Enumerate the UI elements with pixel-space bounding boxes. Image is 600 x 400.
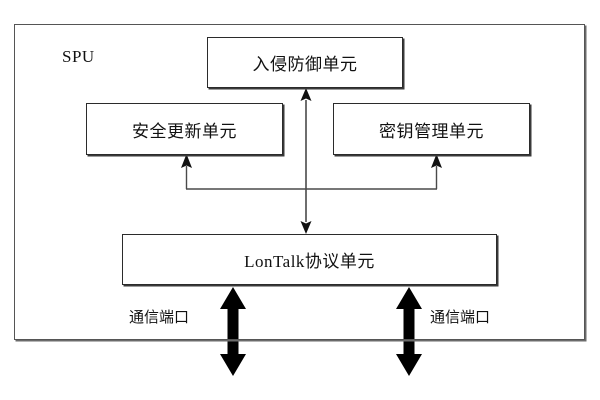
node-lontalk-protocol-unit[interactable]: LonTalk协议单元	[122, 234, 497, 285]
node-label-key-management-unit: 密钥管理单元	[379, 121, 484, 141]
communication-port-arrow-left	[220, 287, 246, 376]
spu-container	[14, 24, 585, 340]
communication-port-arrow-right	[396, 287, 422, 376]
node-label-intrusion-prevention-unit: 入侵防御单元	[252, 55, 358, 74]
connector-intrusion-to-lontalk	[300, 88, 312, 234]
node-key-management-unit[interactable]: 密钥管理单元	[333, 103, 530, 155]
spu-label: SPU	[62, 47, 95, 66]
communication-port-label-right: 通信端口	[430, 310, 491, 326]
node-label-lontalk-protocol-unit: LonTalk协议单元	[244, 252, 375, 271]
communication-port-label-left: 通信端口	[129, 310, 190, 326]
connector-bus-to-middle-units	[181, 154, 442, 190]
node-intrusion-prevention-unit[interactable]: 入侵防御单元	[207, 37, 403, 88]
node-security-update-unit[interactable]: 安全更新单元	[86, 103, 283, 155]
node-label-security-update-unit: 安全更新单元	[132, 121, 237, 141]
